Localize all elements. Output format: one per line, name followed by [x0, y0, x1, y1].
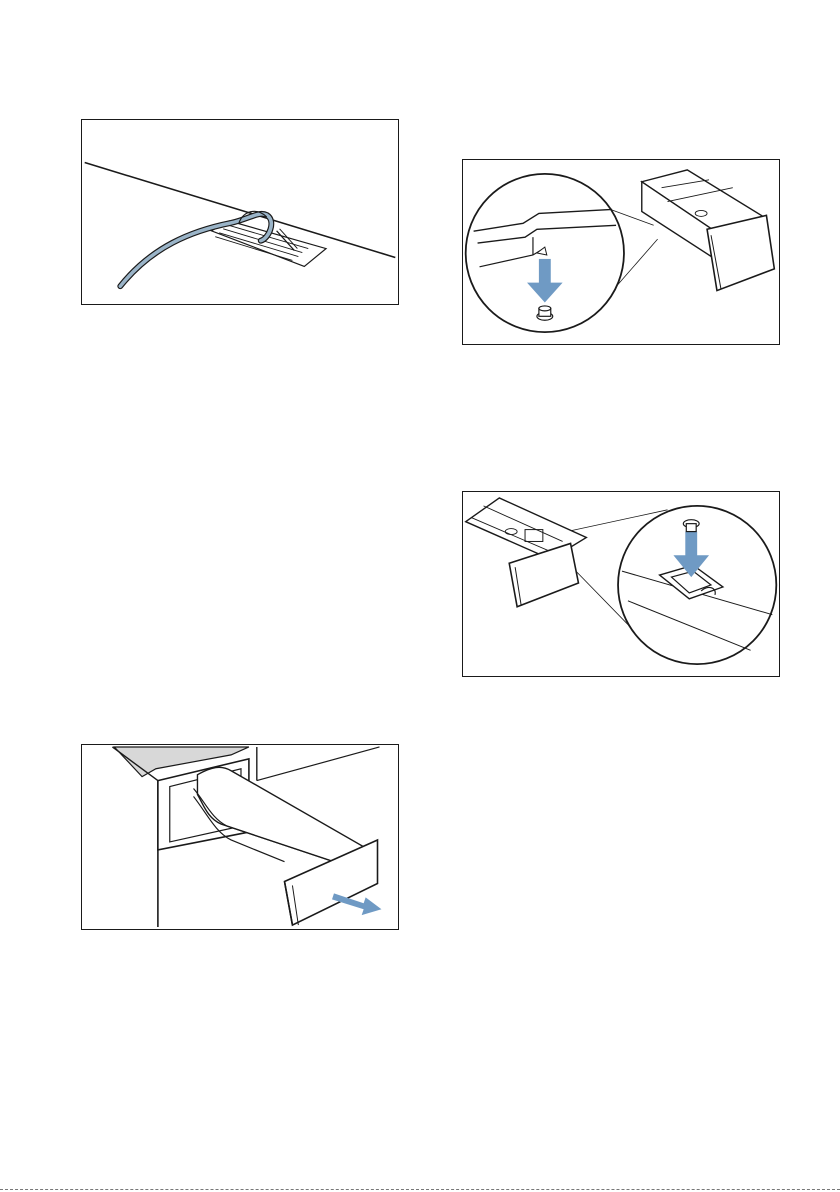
hose-clip-drawing — [82, 120, 398, 304]
page-bottom-edge — [0, 1189, 840, 1190]
detergent-insert — [466, 498, 587, 607]
drawer-pull-out-drawing — [82, 745, 398, 929]
pull-direction-arrow — [332, 893, 381, 915]
release-pin — [537, 306, 553, 320]
insert-attach-illustration — [462, 491, 780, 677]
release-pin — [683, 520, 699, 532]
drawer-pull-out-illustration — [81, 744, 399, 930]
insert-removal-illustration — [462, 159, 780, 345]
insert-removal-drawing — [463, 160, 779, 344]
detergent-drawer — [194, 767, 366, 861]
hose-clip-illustration — [81, 119, 399, 305]
hose — [120, 214, 271, 286]
surface-edge-line — [85, 163, 396, 258]
detergent-insert — [642, 170, 775, 291]
zoom-circle — [618, 506, 776, 664]
insert-attach-drawing — [463, 492, 779, 676]
